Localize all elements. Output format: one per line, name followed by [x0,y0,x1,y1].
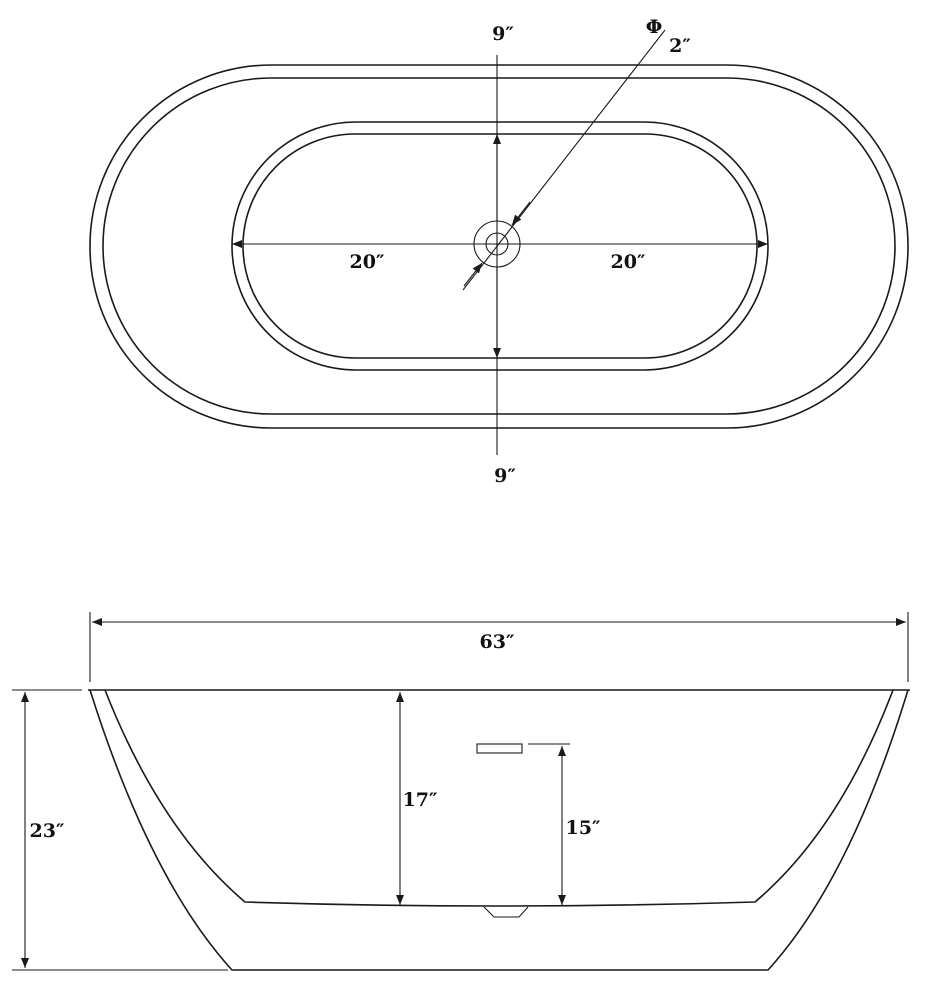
basin-inner [242,133,758,359]
drain-bump [483,906,529,918]
dim-bottom-label: 9″ [494,465,516,487]
outer-rim [89,64,909,429]
dim-height-label: 23″ [30,820,65,842]
overflow [476,743,523,754]
top-view: 9″ Φ 2″ 20″ 20″ 9″ [89,16,909,487]
side-view: 63″ 23″ 17″ 15″ [12,612,910,971]
dim-right-label: 20″ [611,251,646,273]
drain-diameter-label: 2″ [669,35,691,57]
drain-symbol: Φ [646,16,663,38]
dim-top-label: 9″ [492,23,514,45]
dim-overflow-label: 15″ [566,817,601,839]
dim-depth-label: 17″ [403,789,438,811]
drain-leader [462,29,666,291]
inner-profile [104,689,894,907]
basin-outer [231,121,769,371]
dim-left-label: 20″ [350,251,385,273]
outer-profile [89,689,909,971]
dim-length-label: 63″ [480,631,515,653]
outer-rim-inner [102,77,896,415]
